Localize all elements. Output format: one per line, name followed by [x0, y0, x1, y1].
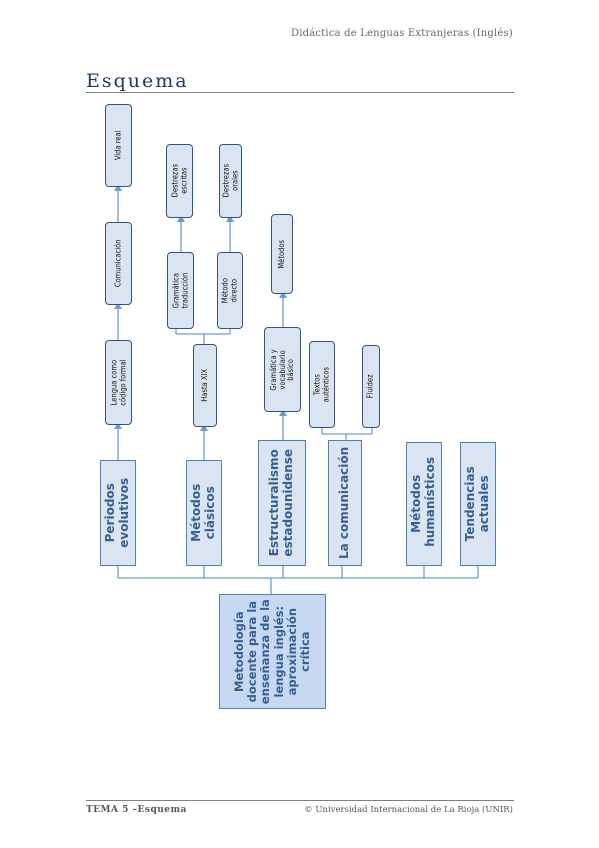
section-divider [86, 92, 514, 93]
category-metodos-humanisticos: Métodos humanísticos [406, 442, 442, 566]
section-title: Esquema [86, 70, 189, 92]
node-metodos: Métodos [271, 214, 293, 294]
node-destrezas-orales: Destrezas orales [219, 144, 242, 218]
category-periodos-evolutivos: Periodos evolutivos [100, 460, 136, 566]
footer-copyright: © Universidad Internacional de La Rioja … [304, 805, 513, 815]
node-textos-autenticos: Textos auténticos [309, 341, 335, 428]
header-title: Didáctica de Lenguas Extranjeras (Inglés… [290, 28, 513, 39]
category-estructuralismo: Estructuralismo estadounidense [258, 440, 306, 566]
node-hasta-xix: Hasta XIX [193, 344, 217, 427]
category-metodos-clasicos: Métodos clásicos [186, 460, 222, 566]
footer-divider [86, 800, 514, 801]
node-vida-real: Vida real [105, 104, 132, 187]
category-tendencias-actuales: Tendencias actuales [460, 442, 496, 566]
node-gramatica-vocabulario: Gramática y vocabulario básico [264, 327, 301, 412]
root-box: Metodología docente para la enseñanza de… [219, 594, 326, 709]
node-fluidez: Fluidez [362, 345, 380, 428]
footer-chapter: TEMA 5 –Esquema [86, 805, 187, 815]
node-comunicacion: Comunicación [105, 222, 132, 305]
node-gramatica-traduccion: Gramática traducción [167, 252, 194, 329]
node-lengua-codigo-formal: Lengua como código formal [105, 340, 132, 425]
node-metodo-directo: Método directo [217, 252, 243, 329]
category-la-comunicacion: La comunicación [328, 440, 362, 566]
node-destrezas-escritas: Destrezas escritas [166, 144, 193, 218]
